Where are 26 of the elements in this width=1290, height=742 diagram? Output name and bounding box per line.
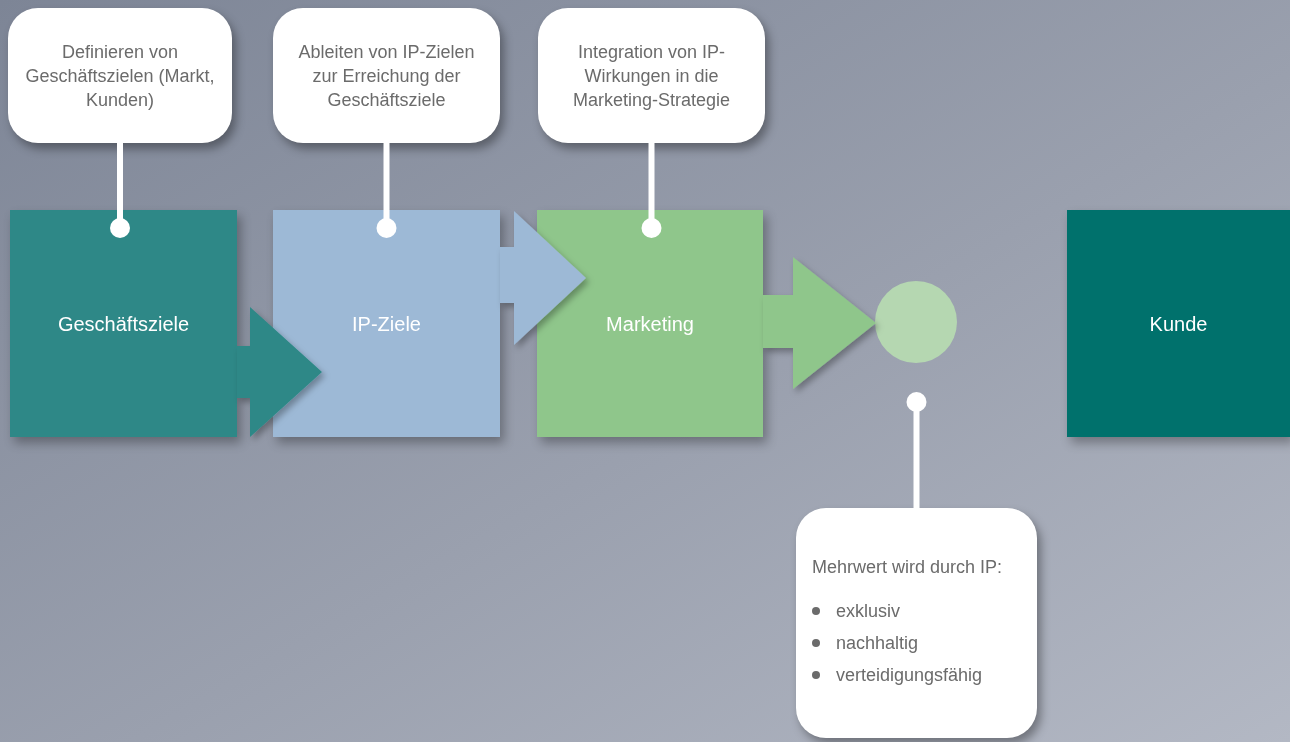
leader-line [641,143,662,238]
box-label: IP-Ziele [352,311,421,337]
box-label: Geschäftsziele [57,311,190,337]
block-arrow [500,211,586,345]
bullet-item: exklusiv [812,595,1029,627]
callout-heading: Mehrwert wird durch IP: [812,556,1004,579]
process-box [273,210,500,437]
process-box [10,210,237,437]
callout-text: Definieren von Geschäftszielen (Markt, Kunden) [24,40,216,112]
bullet-item: nachhaltig [812,627,1029,659]
callout-text: Integration von IP-Wirkungen in die Marketing-Strategie [571,40,732,112]
bullet-item: verteidigungsfähig [812,659,1029,691]
callout-bubble [538,8,765,143]
leader-line [906,392,927,508]
leader-line [110,143,130,238]
block-arrow [237,307,322,437]
box-label: Kunde [1149,311,1208,337]
process-box [537,210,763,437]
block-arrow [763,257,876,389]
leader-line [376,143,397,238]
process-box [1067,210,1290,437]
box-label: Marketing [606,311,694,337]
callout-bubble [273,8,500,143]
callout-bubble [796,508,1037,738]
callout-text: Ableiten von IP-Zielen zur Erreichung der Geschäftsziele [297,40,476,112]
callout-bubble [8,8,232,143]
